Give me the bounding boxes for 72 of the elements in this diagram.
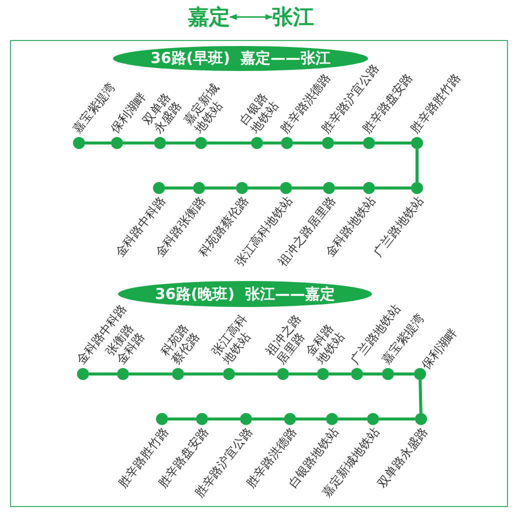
route-line xyxy=(168,418,196,420)
route-line xyxy=(165,186,193,190)
stop-dot xyxy=(351,368,363,380)
route-line xyxy=(394,372,414,376)
stop-dot xyxy=(223,368,235,380)
stop-dot xyxy=(322,137,334,149)
stop-name: 白银路地铁站 xyxy=(236,90,282,136)
route-line xyxy=(292,186,323,190)
route-line xyxy=(89,372,117,376)
stop-name: 张江高科地铁站 xyxy=(208,312,254,367)
stop-dot xyxy=(196,413,208,425)
stop-dot xyxy=(280,182,292,194)
stop-dot xyxy=(323,182,335,194)
stop-dot xyxy=(411,137,423,149)
route-line xyxy=(416,149,418,182)
route-line xyxy=(248,186,280,190)
route-line xyxy=(235,372,277,376)
route-line xyxy=(335,186,363,190)
stop-dot xyxy=(117,368,129,380)
route-line xyxy=(418,380,422,414)
stop-dot xyxy=(284,413,296,425)
stop-dot xyxy=(154,137,166,149)
stop-dot xyxy=(240,413,252,425)
route-line xyxy=(263,142,281,144)
route-line xyxy=(379,418,415,420)
route-line xyxy=(296,418,326,420)
stop-name: 祖冲之路居里路 xyxy=(262,312,308,367)
stop-name: 嘉定新城地铁站 xyxy=(180,80,226,136)
route-line xyxy=(334,142,363,144)
route-line xyxy=(252,418,284,420)
place-name: 嘉定 xyxy=(188,5,230,29)
stop-dot xyxy=(277,368,289,380)
stop-dot xyxy=(153,182,165,194)
route-line xyxy=(123,142,154,144)
route-line xyxy=(207,142,251,144)
route-banner: 36路(早班) 嘉定——张江 xyxy=(113,46,368,71)
stop-dot xyxy=(367,413,379,425)
stop-dot xyxy=(382,368,394,380)
stop-dot xyxy=(195,137,207,149)
route-line xyxy=(293,142,322,144)
route-line xyxy=(184,372,223,376)
route-line xyxy=(363,372,382,376)
stop-dot xyxy=(411,182,423,194)
route-line xyxy=(166,142,195,144)
route-line xyxy=(205,186,236,190)
stop-dot xyxy=(415,413,427,425)
place-name: 张江 xyxy=(272,5,314,29)
route-line xyxy=(329,372,351,376)
route-line xyxy=(375,142,411,144)
route-line xyxy=(289,372,317,376)
stop-name: 科苑路蔡伦路 xyxy=(158,321,202,367)
stop-dot xyxy=(156,413,168,425)
stop-dot xyxy=(172,368,184,380)
stop-dot xyxy=(111,137,123,149)
route-line xyxy=(129,372,172,376)
route-line xyxy=(338,418,367,420)
stop-dot xyxy=(363,182,375,194)
stop-dot xyxy=(236,182,248,194)
route-line xyxy=(85,142,111,144)
stop-dot xyxy=(281,137,293,149)
stop-dot xyxy=(363,137,375,149)
route-line xyxy=(208,418,240,420)
stop-name: 保利湖畔 xyxy=(418,326,460,372)
stop-dot xyxy=(317,368,329,380)
stop-dot xyxy=(73,137,85,149)
stop-dot xyxy=(326,413,338,425)
stop-dot xyxy=(251,137,263,149)
arrow xyxy=(229,14,273,20)
stop-dot xyxy=(193,182,205,194)
route-line xyxy=(375,186,411,190)
stop-dot xyxy=(414,368,426,380)
stop-dot xyxy=(77,368,89,380)
